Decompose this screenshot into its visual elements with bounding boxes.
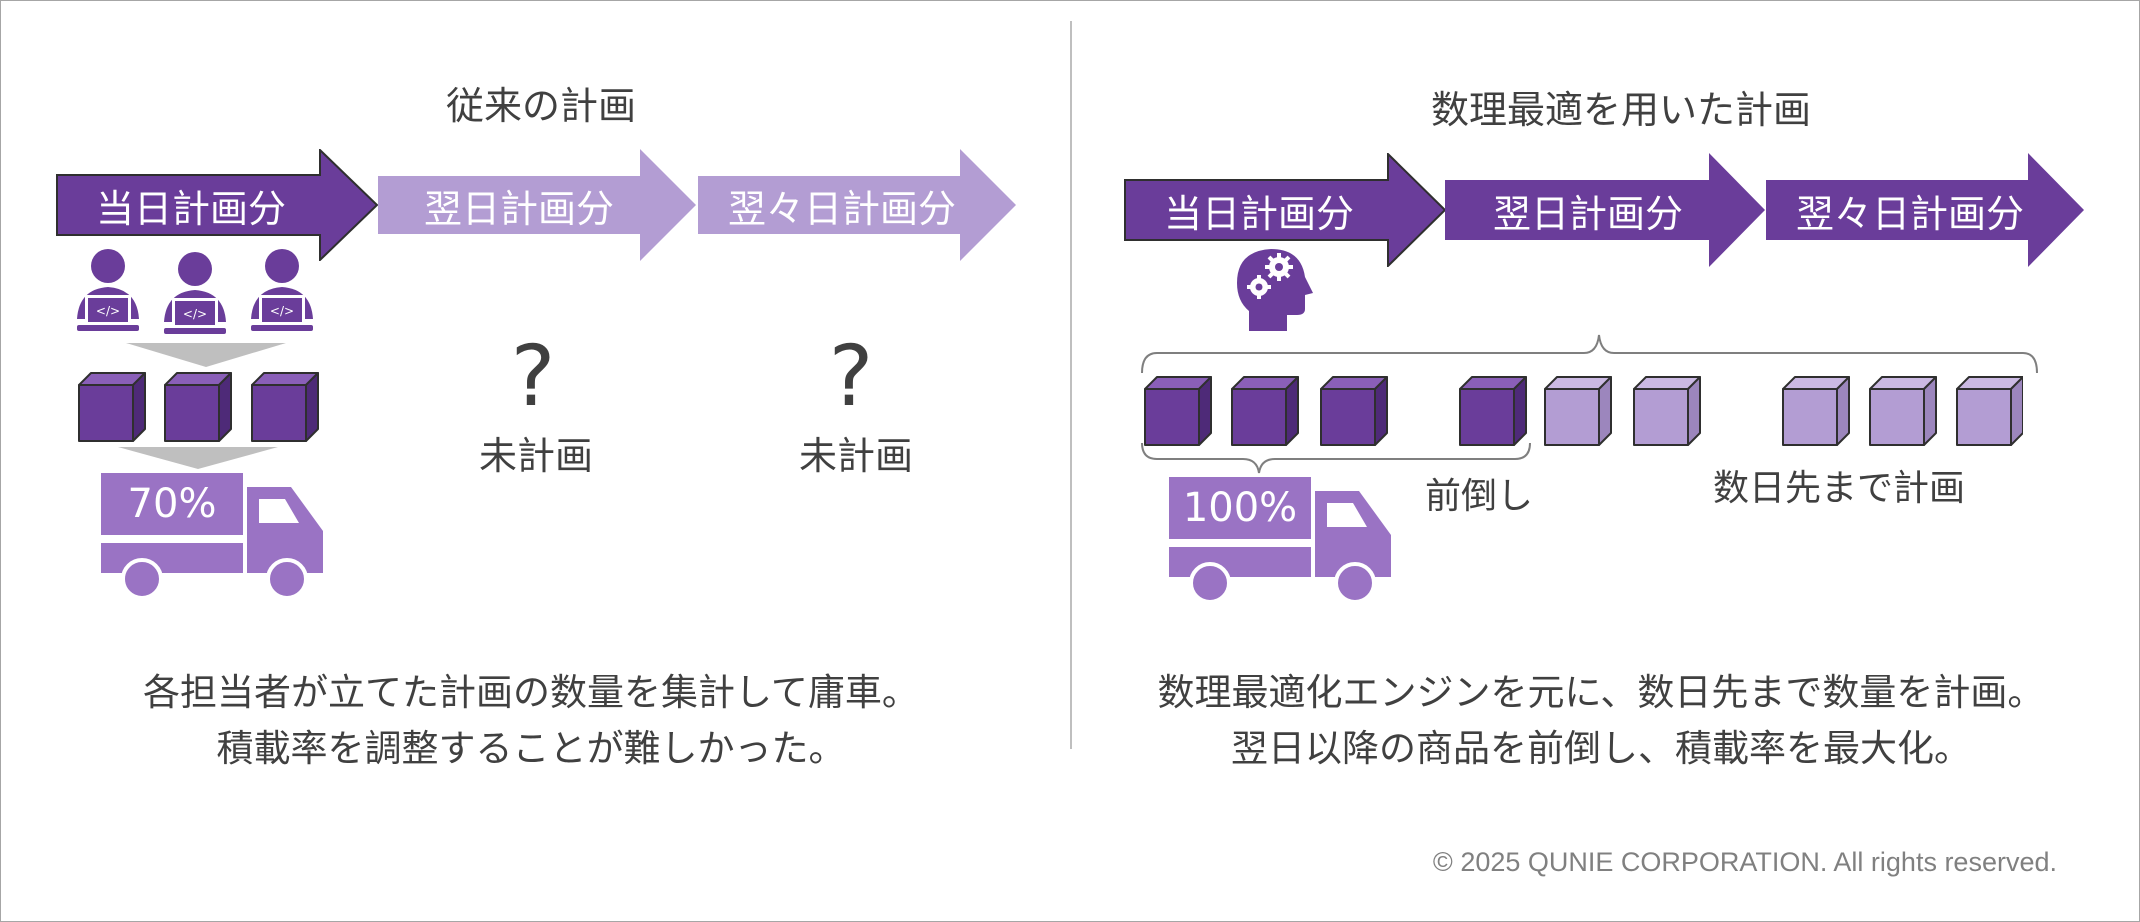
cube-icon: [1459, 376, 1527, 446]
cube-icon: [251, 372, 319, 442]
svg-text:</>: </>: [183, 307, 207, 321]
truck-icon: [101, 473, 323, 600]
head-with-gears-icon: [1237, 249, 1313, 331]
right-truck-load: 100%: [1182, 485, 1298, 531]
cube-icon: [1320, 376, 1388, 446]
right-arrow-next-day: 翌日計画分: [1445, 153, 1767, 267]
developer-at-laptop-icon: </> </> </>: [77, 249, 313, 334]
cube-icon: [1231, 376, 1299, 446]
left-today-boxes: [77, 371, 327, 443]
planning-scope-brace: [1139, 329, 2039, 375]
cube-icon: [1956, 376, 2024, 446]
copyright-notice: © 2025 QUNIE CORPORATION. All rights res…: [1432, 847, 2057, 877]
cube-icon: [1782, 376, 1850, 446]
right-boxes: [1143, 375, 2024, 447]
right-truck: 100%: [1169, 477, 1394, 605]
left-arrow-next-day: 翌日計画分: [378, 149, 698, 261]
left-truck: 70%: [101, 473, 326, 601]
right-caption: 数理最適化エンジンを元に、数日先まで数量を計画。 翌日以降の商品を前倒し、積載率…: [1111, 665, 2091, 777]
right-arrow-today: 当日計画分: [1124, 153, 1447, 267]
left-unplanned-mark-2: ?: [828, 327, 874, 425]
svg-text:</>: </>: [270, 304, 294, 318]
funnel-arrow-bottom: [118, 447, 278, 469]
left-unplanned-label-2: 未計画: [798, 434, 913, 478]
left-arrow-day-after-label: 翌々日計画分: [727, 186, 956, 231]
right-caption-line-2: 翌日以降の商品を前倒し、積載率を最大化。: [1231, 727, 1971, 770]
svg-text:</>: </>: [96, 304, 120, 318]
left-arrow-next-day-label: 翌日計画分: [423, 186, 614, 231]
cube-icon: [164, 372, 232, 442]
panel-divider: [1070, 21, 1072, 749]
right-caption-line-1: 数理最適化エンジンを元に、数日先まで数量を計画。: [1157, 671, 2045, 714]
left-panel-title: 従来の計画: [445, 84, 636, 128]
cube-icon: [1144, 376, 1212, 446]
cube-icon: [1544, 376, 1612, 446]
multi-day-plan-label: 数日先まで計画: [1713, 468, 1966, 509]
left-arrow-day-after: 翌々日計画分: [698, 149, 1018, 261]
cube-icon: [78, 372, 146, 442]
right-arrow-day-after-label: 翌々日計画分: [1795, 191, 2024, 236]
left-caption-line-2: 積載率を調整することが難しかった。: [216, 727, 846, 770]
left-arrow-today-label: 当日計画分: [95, 186, 286, 231]
left-arrow-today: 当日計画分: [56, 149, 379, 261]
left-caption: 各担当者が立てた計画の数量を集計して庸車。 積載率を調整することが難しかった。: [61, 665, 1001, 777]
right-arrow-today-label: 当日計画分: [1163, 191, 1354, 236]
left-caption-line-1: 各担当者が立てた計画の数量を集計して庸車。: [143, 671, 919, 714]
left-unplanned-label-1: 未計画: [478, 434, 593, 478]
cube-icon: [1633, 376, 1701, 446]
left-truck-load: 70%: [127, 481, 217, 527]
planner-group: </> </> </>: [71, 245, 321, 335]
optimization-engine: [1235, 247, 1315, 333]
funnel-arrow-top: [126, 343, 286, 367]
cube-icon: [1869, 376, 1937, 446]
truck-load-brace: [1139, 441, 1533, 475]
left-unplanned-mark-1: ?: [510, 327, 556, 425]
right-arrow-next-day-label: 翌日計画分: [1492, 191, 1683, 236]
truck-icon: [1169, 477, 1391, 604]
pull-forward-label: 前倒し: [1425, 476, 1534, 517]
right-panel-title: 数理最適を用いた計画: [1430, 88, 1811, 132]
right-arrow-day-after: 翌々日計画分: [1766, 153, 2086, 267]
